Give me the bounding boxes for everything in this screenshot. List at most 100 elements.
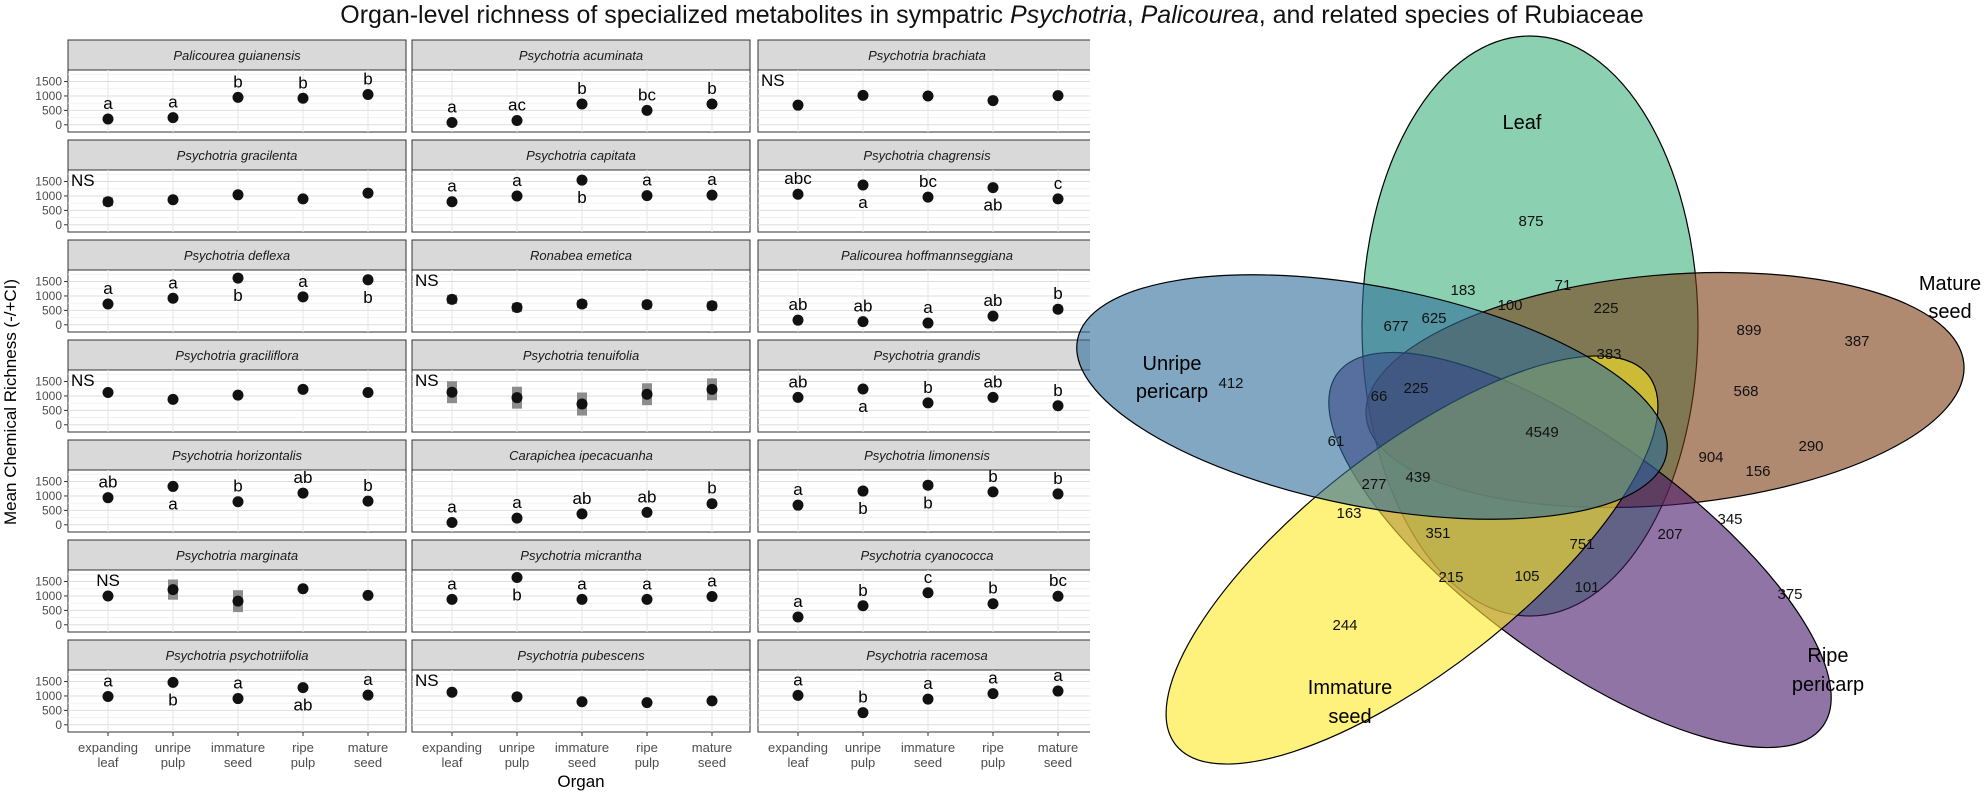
significance-letter: bc — [638, 85, 656, 104]
mean-point — [1052, 303, 1064, 315]
y-tick-label: 1000 — [35, 89, 62, 103]
mean-point — [102, 691, 114, 703]
significance-letter: NS — [761, 71, 785, 90]
mean-point — [641, 593, 653, 605]
panel-plot-area — [757, 169, 1090, 233]
x-tick-label: expanding — [78, 740, 138, 755]
panel-species-title: Psychotria chagrensis — [863, 148, 991, 163]
significance-letter: ab — [294, 696, 313, 715]
significance-letter: b — [233, 72, 242, 91]
panel-strip — [757, 339, 1090, 371]
panel-plot-area — [67, 369, 407, 433]
mean-point — [297, 291, 309, 303]
y-tick-label: 1500 — [35, 75, 62, 89]
y-tick-label: 1000 — [35, 389, 62, 403]
y-tick-label: 0 — [55, 418, 62, 432]
mean-point — [232, 189, 244, 201]
title-text-3: , and related species of Rubiaceae — [1258, 1, 1644, 29]
venn-region-count: 66 — [1371, 388, 1388, 405]
mean-point — [792, 314, 804, 326]
venn-region-count: 101 — [1574, 579, 1599, 596]
mean-point — [922, 693, 934, 705]
x-tick-label: mature — [1038, 740, 1078, 755]
mean-point — [706, 98, 718, 110]
significance-letter: b — [577, 188, 586, 207]
mean-point — [792, 99, 804, 111]
significance-letter: a — [447, 97, 457, 116]
venn-region-count: 100 — [1497, 297, 1522, 314]
title-genus-psychotria: Psychotria — [1009, 1, 1127, 29]
mean-point — [706, 695, 718, 707]
significance-letter: ab — [984, 196, 1003, 215]
figure-title: Organ-level richness of specialized meta… — [0, 0, 1984, 30]
mean-point — [922, 587, 934, 599]
mean-point — [102, 113, 114, 125]
venn-region-count: 345 — [1717, 511, 1742, 528]
mean-point — [987, 486, 999, 498]
panel-plot-area — [757, 469, 1090, 533]
mean-point — [576, 174, 588, 186]
significance-letter: b — [707, 479, 716, 498]
significance-letter: b — [363, 476, 372, 495]
panel-species-title: Psychotria gracilenta — [177, 148, 298, 163]
mean-point — [511, 301, 523, 313]
x-tick-label: expanding — [422, 740, 482, 755]
mean-point — [102, 298, 114, 310]
venn-region-count: 751 — [1569, 536, 1594, 553]
significance-letter: c — [1054, 174, 1063, 193]
y-tick-label: 1000 — [35, 289, 62, 303]
significance-letter: a — [793, 480, 803, 499]
mean-point — [792, 188, 804, 200]
x-tick-label: seed — [1044, 755, 1072, 770]
significance-letter: a — [103, 279, 113, 298]
venn-set-ellipse — [1365, 271, 1965, 509]
significance-letter: b — [923, 378, 932, 397]
panel-species-title: Psychotria tenuifolia — [523, 348, 639, 363]
significance-letter: a — [512, 493, 522, 512]
y-tick-label: 1500 — [35, 575, 62, 589]
mean-point — [362, 89, 374, 101]
panel-species-title: Palicourea hoffmannseggiana — [841, 248, 1013, 263]
significance-letter: b — [707, 79, 716, 98]
venn-region-count: 244 — [1332, 617, 1357, 634]
venn-region-count: 387 — [1844, 333, 1869, 350]
panel-strip — [67, 239, 407, 271]
mean-point — [857, 316, 869, 328]
panel-strip — [757, 139, 1090, 171]
mean-point — [167, 480, 179, 492]
significance-letter: ab — [984, 291, 1003, 310]
x-tick-label: ripe — [982, 740, 1004, 755]
x-tick-label: pulp — [851, 755, 876, 770]
panel-species-title: Psychotria pubescens — [517, 648, 645, 663]
mean-point — [857, 485, 869, 497]
significance-letter: b — [923, 493, 932, 512]
significance-letter: a — [707, 170, 717, 189]
mean-point — [641, 388, 653, 400]
x-tick-label: seed — [224, 755, 252, 770]
significance-letter: a — [642, 574, 652, 593]
x-tick-label: pulp — [291, 755, 316, 770]
panel-species-title: Psychotria racemosa — [866, 648, 987, 663]
mean-point — [511, 691, 523, 703]
significance-letter: b — [858, 499, 867, 518]
panel-strip — [67, 639, 407, 671]
venn-region-count: 290 — [1798, 438, 1823, 455]
mean-point — [511, 392, 523, 404]
mean-point — [167, 393, 179, 405]
mean-point — [641, 190, 653, 202]
venn-set-label: seed — [1928, 301, 1971, 323]
significance-letter: a — [923, 298, 933, 317]
mean-point — [511, 114, 523, 126]
significance-letter: b — [988, 467, 997, 486]
y-tick-label: 500 — [42, 303, 62, 317]
x-tick-label: leaf — [442, 755, 463, 770]
panel-strip — [411, 439, 751, 471]
venn-set-label: Unripe — [1143, 353, 1202, 375]
significance-letter: NS — [71, 171, 95, 190]
significance-letter: a — [923, 674, 933, 693]
significance-letter: c — [924, 568, 933, 587]
venn-set-ellipse — [1076, 274, 1668, 520]
